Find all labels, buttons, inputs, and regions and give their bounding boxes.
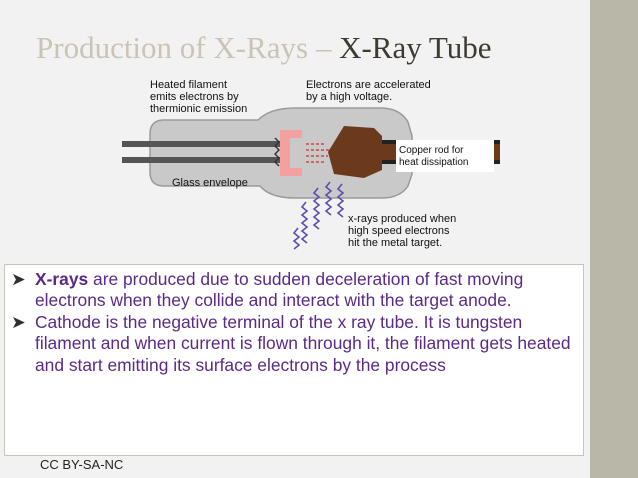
bullet-text-box: ➤ X-rays are produced due to sudden decel… (4, 264, 584, 456)
electron-beam (306, 143, 330, 163)
label-accel-1: Electrons are accelerated (306, 79, 431, 91)
label-xray-1: x-rays produced when (348, 213, 456, 225)
cathode-lead-bottom (122, 157, 282, 163)
bullet-1-bold: X-rays (35, 269, 89, 289)
license-label: CC BY-SA-NC (40, 457, 124, 472)
xray-tube-diagram: Heated filament emits electrons by therm… (122, 79, 500, 250)
label-xray-2: high speed electrons (348, 225, 450, 237)
label-filament-2: emits electrons by (150, 91, 239, 103)
bullet-list: ➤ X-rays are produced due to sudden decel… (5, 265, 583, 376)
slide-title: Production of X-Rays – X-Ray Tube (36, 30, 492, 66)
bullet-2-text: Cathode is the negative terminal of the … (35, 311, 571, 375)
label-copper-2: heat dissipation (399, 157, 469, 168)
label-xray-3: hit the metal target. (348, 237, 442, 249)
label-copper-1: Copper rod for (399, 145, 464, 156)
label-accel-2: by a high voltage. (306, 91, 392, 103)
arrow-bullet-icon: ➤ (11, 311, 26, 332)
filament-coil (274, 137, 280, 167)
label-glass: Glass envelope (172, 177, 248, 189)
title-part-1: Production of X-Rays – (36, 30, 332, 65)
bullet-item-cathode: ➤ Cathode is the negative terminal of th… (11, 312, 583, 376)
label-filament-3: thermionic emission (150, 103, 247, 115)
bullet-1-text: are produced due to sudden deceleration … (35, 269, 524, 311)
cathode-lead-top (122, 141, 282, 147)
bullet-item-xrays: ➤ X-rays are produced due to sudden decel… (11, 269, 583, 312)
anode-target (328, 126, 382, 178)
xray-emissions (292, 181, 345, 250)
title-part-2: X-Ray Tube (339, 30, 492, 65)
label-filament-1: Heated filament (150, 79, 227, 91)
arrow-bullet-icon: ➤ (11, 269, 26, 289)
decorative-side-bar (590, 0, 638, 478)
